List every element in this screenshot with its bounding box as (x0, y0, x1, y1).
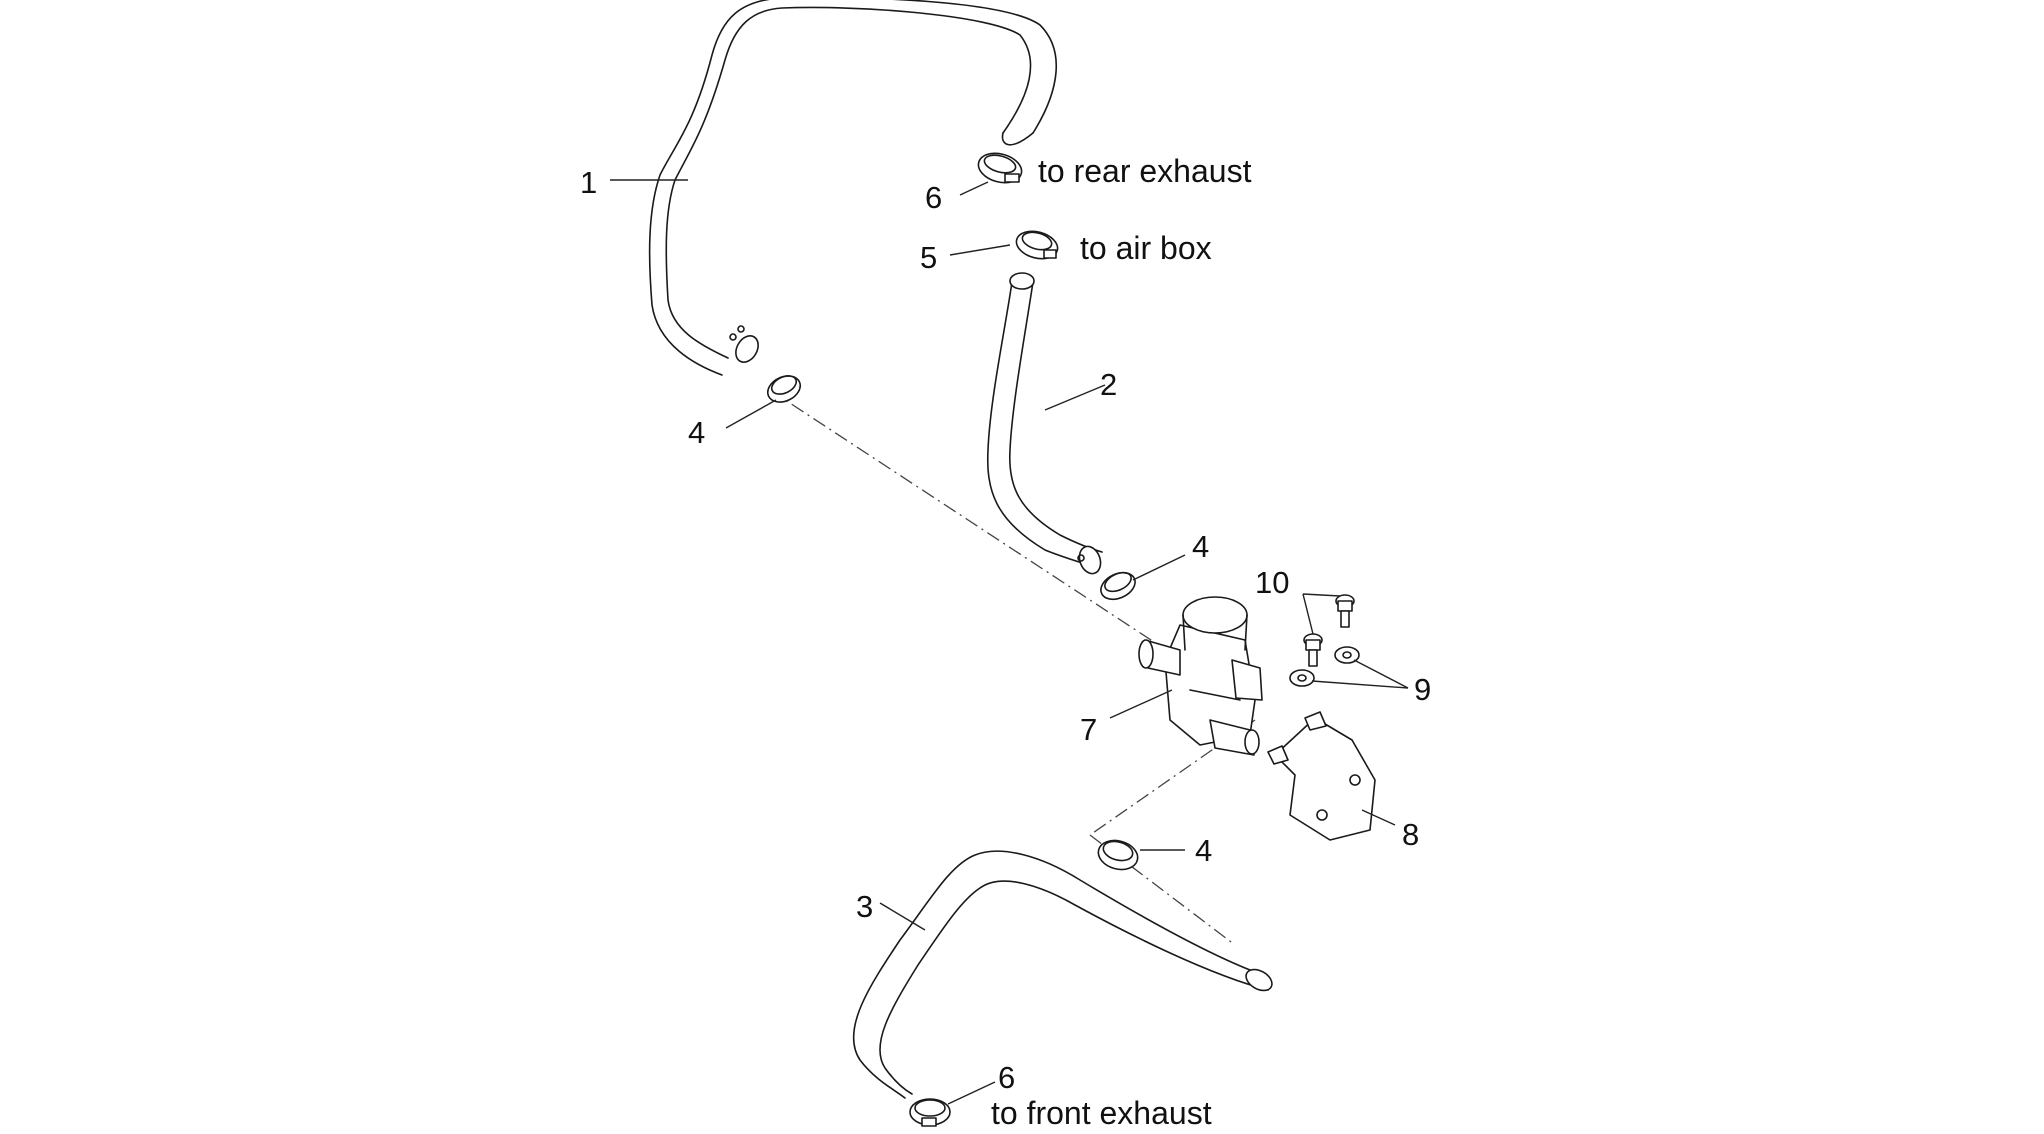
hose-1 (648, 0, 1058, 376)
note-front-exhaust: to front exhaust (991, 1095, 1212, 1129)
note-rear-exhaust: to rear exhaust (1038, 153, 1252, 189)
clamp-4-upper (766, 375, 802, 403)
screw-10-lower (1303, 633, 1323, 667)
callout-4-middle: 4 (1192, 529, 1209, 564)
screw-10-upper (1335, 594, 1355, 628)
callout-6-lower: 6 (998, 1060, 1015, 1095)
callout-1: 1 (580, 165, 597, 200)
callout-3: 3 (856, 889, 873, 924)
hose-3 (852, 850, 1273, 1099)
callout-2: 2 (1100, 367, 1117, 402)
callout-9: 9 (1414, 672, 1431, 707)
callout-4-lower: 4 (1195, 833, 1212, 868)
washer-9-upper (1334, 646, 1360, 664)
clamp-6-upper (977, 152, 1023, 184)
leader-lines (610, 179, 1409, 1105)
bracket-8 (1267, 711, 1376, 841)
clamp-4-middle (1100, 571, 1136, 601)
valve-7 (1138, 596, 1263, 756)
clamp-6-lower (909, 1098, 951, 1127)
clamp-5 (1015, 230, 1059, 260)
callout-5: 5 (920, 240, 937, 275)
washer-9-lower (1289, 669, 1315, 687)
callout-7: 7 (1080, 712, 1097, 747)
callout-6-upper: 6 (925, 180, 942, 215)
note-air-box: to air box (1080, 230, 1212, 266)
callout-10: 10 (1255, 565, 1289, 600)
hose-2 (986, 272, 1103, 575)
callout-4-upper: 4 (688, 415, 705, 450)
clamp-4-lower (1097, 839, 1139, 871)
callout-8: 8 (1402, 817, 1419, 852)
